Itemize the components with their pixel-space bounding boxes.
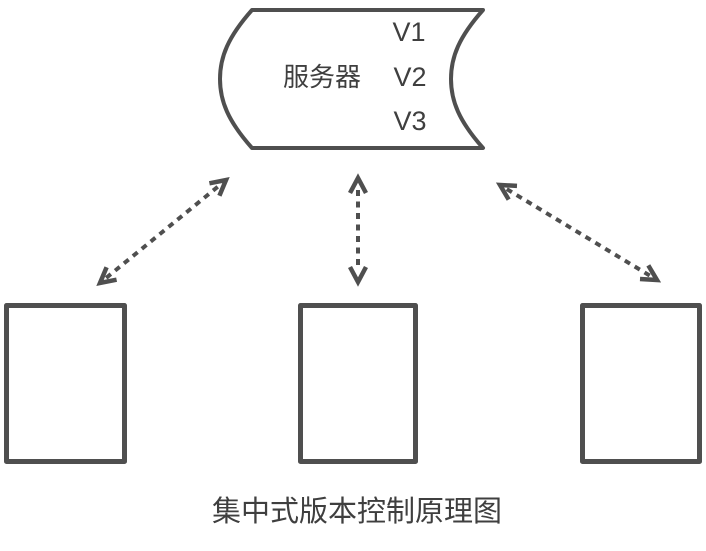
client-box-1	[4, 303, 127, 464]
server-version-1: V1	[392, 17, 425, 47]
server-version-3: V3	[393, 106, 426, 136]
server-cylinder-shape	[218, 8, 485, 150]
sync-arrow-middle	[348, 173, 368, 287]
arrowhead-down-right-icon	[639, 264, 662, 283]
arrowhead-down-icon	[348, 265, 368, 287]
server-label: 服务器	[283, 62, 361, 92]
arrowhead-up-right-icon	[208, 176, 230, 197]
sync-arrow-left-line	[104, 183, 222, 280]
diagram-caption: 集中式版本控制原理图	[212, 495, 502, 528]
server-version-2: V2	[393, 62, 426, 92]
arrowhead-up-left-icon	[495, 182, 518, 201]
client-box-3	[580, 303, 702, 464]
arrowhead-down-left-icon	[96, 266, 118, 287]
server-node: 服务器 V1 V2 V3	[218, 8, 485, 150]
arrowhead-up-icon	[348, 173, 368, 195]
sync-arrow-right-line	[505, 187, 652, 278]
sync-arrow-right	[495, 182, 662, 283]
sync-arrow-left	[96, 176, 230, 287]
client-box-2	[298, 303, 418, 464]
